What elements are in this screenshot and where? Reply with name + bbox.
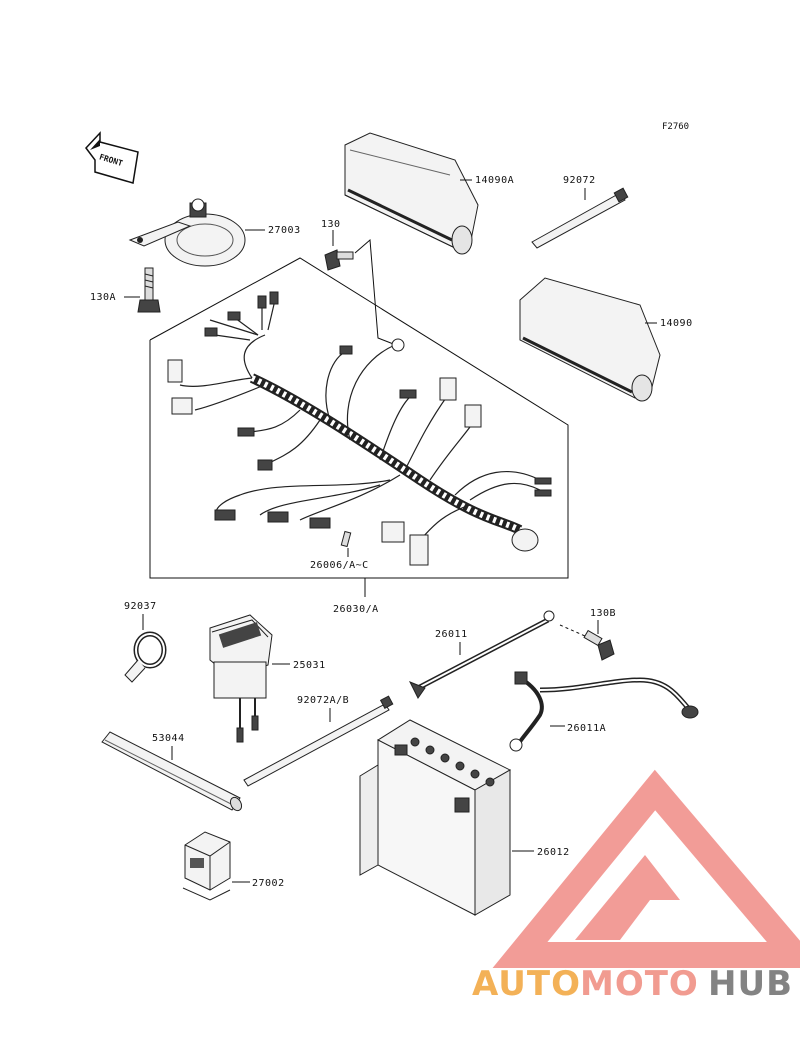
- cable-26011: [408, 610, 555, 699]
- label-band-top: 92072: [563, 175, 596, 186]
- harness-outline: [149, 257, 569, 579]
- label-bolt-top: 130: [321, 219, 341, 230]
- watermark-auto: AUTO: [472, 964, 581, 1004]
- band-92072a-b: [243, 695, 394, 787]
- label-bolt-horn: 130A: [90, 292, 116, 303]
- label-tube: 53044: [152, 733, 185, 744]
- clamp-92037: [124, 631, 167, 683]
- label-battery: 26012: [537, 847, 570, 858]
- bolt-130b: [583, 629, 615, 661]
- relay-box-25031: [209, 614, 273, 743]
- label-bolt-b: 130B: [590, 608, 616, 619]
- label-relay: 27002: [252, 878, 285, 889]
- front-arrow-icon: FRONT: [85, 131, 139, 184]
- band-92072: [531, 187, 629, 249]
- label-cable-pos: 26011: [435, 629, 468, 640]
- label-horn: 27003: [268, 225, 301, 236]
- watermark-hub: HUB: [708, 964, 793, 1004]
- cover-14090a: [344, 132, 479, 255]
- horn: [128, 198, 246, 267]
- label-cable-neg: 26011A: [567, 723, 606, 734]
- battery-26012: [359, 719, 512, 916]
- label-harness: 26030/A: [333, 604, 379, 615]
- watermark-moto: MOTO: [580, 964, 699, 1004]
- bolt-130: [324, 249, 354, 271]
- label-cover-a: 14090A: [475, 175, 514, 186]
- terminal-26006: [340, 530, 352, 548]
- label-relay-box: 25031: [293, 660, 326, 671]
- harness-connectors: [167, 291, 552, 566]
- label-clamp: 92037: [124, 601, 157, 612]
- label-cover: 14090: [660, 318, 693, 329]
- cover-14090: [519, 277, 661, 402]
- bolt-130a: [137, 267, 161, 313]
- wire-harness: [179, 299, 541, 541]
- label-terminal: 26006/A~C: [310, 560, 369, 571]
- label-band-b: 92072A/B: [297, 695, 349, 706]
- watermark-logo: AUTO MOTO HUB: [472, 769, 800, 1004]
- tube-53044: [101, 731, 243, 812]
- figure-code: F2760: [662, 122, 689, 132]
- relay-27002: [184, 831, 231, 891]
- cable-26011a: [509, 671, 699, 752]
